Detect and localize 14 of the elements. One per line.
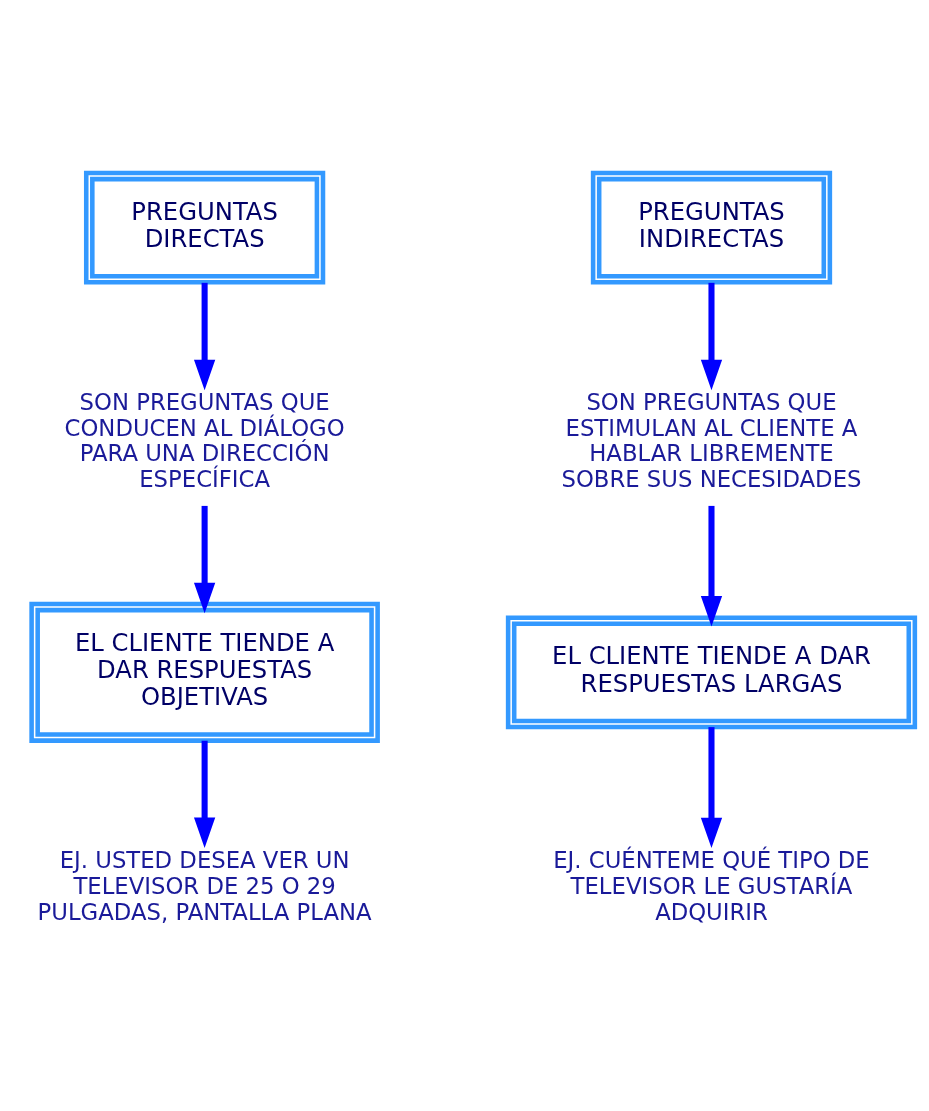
node-box: PREGUNTAS DIRECTAS — [83, 170, 326, 285]
node-box: PREGUNTAS INDIRECTAS — [590, 170, 833, 285]
arrow — [193, 505, 216, 614]
node-text: SON PREGUNTAS QUE ESTIMULAN AL CLIENTE A HABLAR LIBREMENTE SOBRE SUS NECESIDADES — [561, 388, 862, 493]
node-text: SON PREGUNTAS QUE CONDUCEN AL DIÁLOGO PARA UNA DIRECCIÓN ESPECÍFICA — [64, 388, 345, 493]
arrow — [700, 727, 723, 849]
arrow — [700, 282, 723, 391]
arrow — [700, 505, 723, 627]
node-text: EJ. USTED DESEA VER UN TELEVISOR DE 25 O 29 PULGADAS, PANTALLA PLANA — [37, 847, 372, 925]
node-box: EL CLIENTE TIENDE A DAR RESPUESTAS LARGAS — [505, 615, 918, 730]
arrow — [193, 282, 216, 391]
node-box: EL CLIENTE TIENDE A DAR RESPUESTAS OBJETIVAS — [29, 601, 380, 743]
arrow — [193, 740, 216, 848]
node-text: EJ. CUÉNTEME QUÉ TIPO DE TELEVISOR LE GUSTARÍA ADQUIRIR — [553, 847, 870, 925]
